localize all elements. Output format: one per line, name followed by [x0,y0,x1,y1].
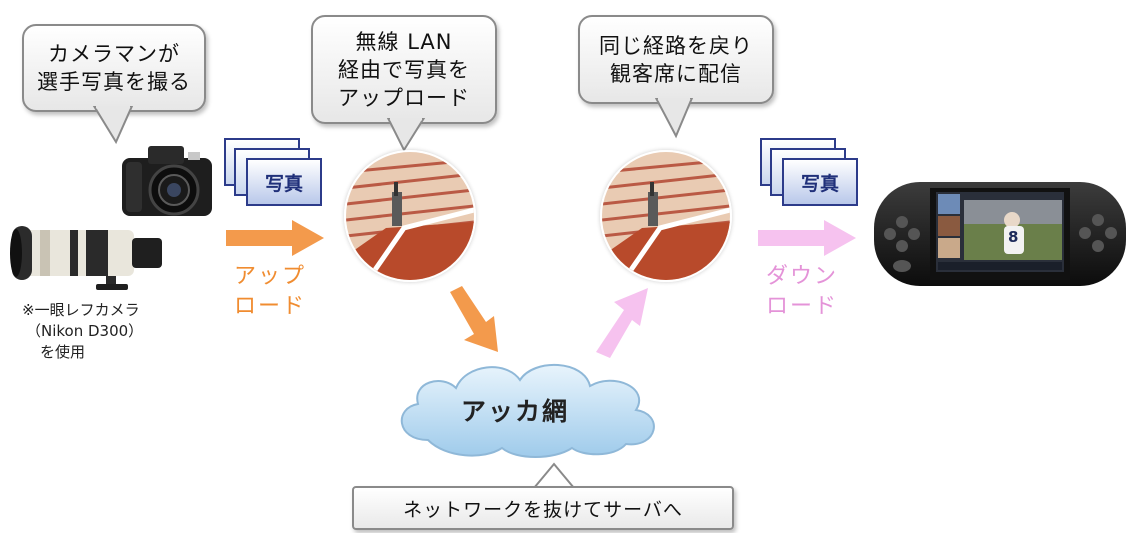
upload-arrow-icon [226,220,324,256]
bubble-wireless-line3: アップロード [338,85,470,110]
download-arrow-icon [758,220,856,256]
bubble-wireless-line2: 経由で写真を [338,57,470,82]
bubble-return-tail [654,98,694,139]
download-label-line2: ロード [766,294,839,319]
photo-stack-download: 写真 [760,138,860,210]
bubble-return-route: 同じ経路を戻り 観客席に配信 [578,15,774,104]
cloud-icon [400,363,655,458]
bubble-wireless-tail [386,118,426,153]
upload-label-line1: アップ [234,264,307,289]
bubble-photographer-line1: カメラマンが [48,42,180,66]
bubble-return-line1: 同じ経路を戻り [599,33,753,58]
cloud-label: アッカ網 [461,397,570,426]
photo-sheet-front: 写真 [246,158,322,206]
psp-device: 8 [872,178,1128,292]
upload-label-line2: ロード [234,294,307,319]
telephoto-lens-icon [10,226,162,290]
network-box-text: ネットワークを抜けてサーバへ [403,498,683,521]
up-from-cloud-arrow-icon [596,288,648,358]
download-label: ダウン ロード [766,262,838,322]
photo-sheet-front: 写真 [782,158,858,206]
camera-note-line3: を使用 [40,343,86,361]
bubble-photographer: カメラマンが 選手写真を撮る [22,24,206,112]
bubble-photographer-tail [92,106,134,145]
photo-label: 写真 [800,172,839,195]
psp-player-number: 8 [1008,228,1019,246]
camera-note-line2: （Nikon D300） [26,322,144,340]
network-box-tail [532,462,576,488]
stadium-photo-left [344,150,476,282]
photo-label: 写真 [264,172,303,195]
network-box: ネットワークを抜けてサーバへ [352,486,734,530]
down-to-cloud-arrow-icon [450,286,498,352]
camera-note-line1: ※一眼レフカメラ [22,301,140,319]
stadium-photo-right [600,150,732,282]
camera-note: ※一眼レフカメラ （Nikon D300） を使用 [22,300,143,363]
bubble-wireless: 無線 LAN 経由で写真を アップロード [311,15,497,124]
download-label-line1: ダウン [766,264,839,289]
bubble-wireless-line1: 無線 LAN [355,29,453,54]
photo-stack-upload: 写真 [224,138,324,210]
bubble-return-line2: 観客席に配信 [610,61,742,86]
bubble-photographer-line2: 選手写真を撮る [37,70,191,94]
dslr-camera-icon [122,146,212,216]
upload-label: アップ ロード [234,262,306,322]
